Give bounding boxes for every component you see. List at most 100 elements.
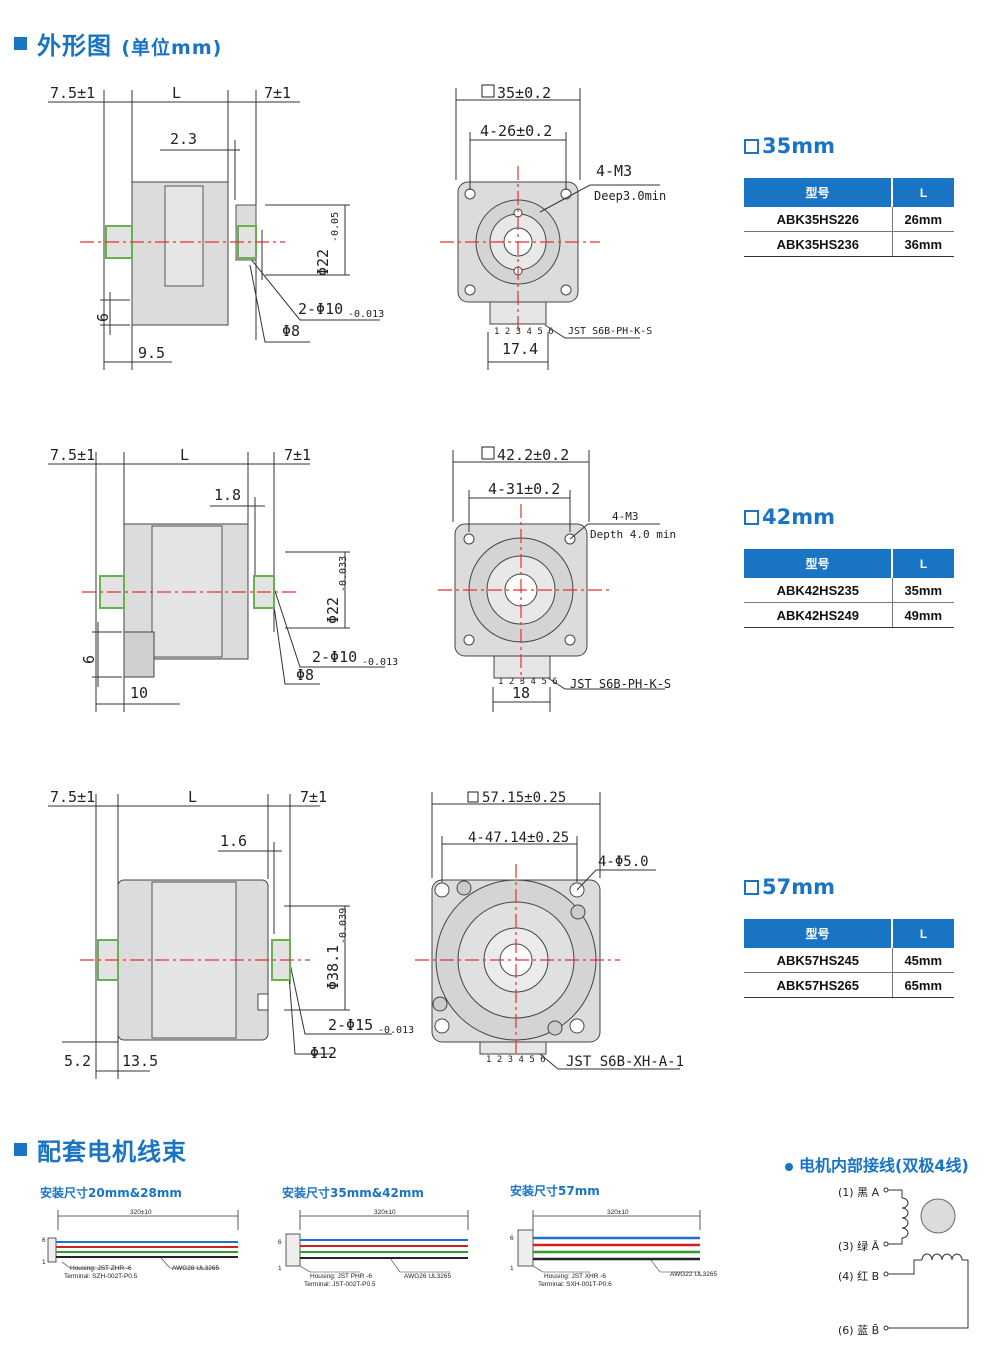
dim-boss-d: Φ38.1 — [324, 945, 342, 990]
dim-boss-tol: -0.039 — [338, 908, 349, 944]
dim-tap: 4-Φ5.0 — [598, 854, 649, 870]
wire-label-4: (6) 蓝 B̄ — [838, 1324, 880, 1337]
wire-label-2: (3) 绿 Ā — [838, 1240, 880, 1253]
dim-shaft-ext: 7.5±1 — [50, 84, 95, 102]
col-length: L — [892, 919, 954, 948]
harness-drawings: 320±10 6 1 Housing: JST ZHR -6 Terminal:… — [42, 1209, 717, 1288]
col-length: L — [892, 178, 954, 207]
dim-base-w: 13.5 — [122, 1052, 158, 1070]
dim-shaft-ext: 7.5±1 — [50, 788, 95, 806]
dim-square: 42.2±0.2 — [497, 446, 569, 464]
svg-text:1: 1 — [42, 1259, 46, 1266]
motor-57-drawing: 7.5±1 L 7±1 1.6 Φ38.1 -0.039 2-Φ15 -0.01… — [48, 788, 684, 1079]
dim-shaft: 2-Φ15 — [328, 1016, 373, 1034]
dim-holes: 4-47.14±0.25 — [468, 830, 569, 846]
dim-square: 35±0.2 — [497, 84, 551, 102]
dim-shaft-flat: Φ12 — [310, 1044, 337, 1062]
dim-shaft-tol: -0.013 — [348, 309, 384, 320]
wiring-diagram — [883, 1187, 969, 1331]
harness-terminal: Terminal: SXH-001T-P0.6 — [538, 1281, 612, 1288]
harness-terminal: Terminal: SZH-002T-P0.5 — [64, 1273, 138, 1280]
square-icon — [744, 138, 759, 154]
harness-awg: AWG22 UL3265 — [670, 1271, 717, 1278]
col-model: 型号 — [744, 919, 893, 948]
dim-boss-tol: -0.033 — [338, 556, 349, 592]
dim-body: L — [188, 788, 197, 806]
wire-label-1: (1) 黑 A — [838, 1186, 880, 1199]
harness-caption-2: 安装尺寸35mm&42mm — [282, 1186, 424, 1200]
dim-shaft-tol: -0.013 — [362, 657, 398, 668]
dim-boss-t: 1.6 — [220, 832, 247, 850]
dim-conn-w: 17.4 — [502, 340, 538, 358]
dim-tap: 4-M3 — [612, 510, 639, 523]
harness-2: 320±10 6 1 Housing: JST PHR -6 Terminal:… — [278, 1209, 469, 1288]
harness-title: 配套电机线束 — [37, 1138, 187, 1166]
dim-boss-d: Φ22 — [314, 249, 332, 276]
dim-base-h: 6 — [80, 655, 98, 664]
harness-housing: Housing: JST PHR -6 — [310, 1273, 372, 1280]
col-length: L — [892, 549, 954, 578]
dim-shaft-flat: Φ8 — [296, 666, 314, 684]
harness-awg: AWG26 UL3265 — [404, 1273, 451, 1280]
harness-terminal: Terminal: JST-002T-P0.5 — [304, 1281, 376, 1288]
size-35-label: 35mm — [744, 134, 835, 158]
dim-boss-t: 1.8 — [214, 486, 241, 504]
dim-body: L — [180, 446, 189, 464]
col-model: 型号 — [744, 178, 893, 207]
connector-label: JST S6B-PH-K-S — [570, 677, 671, 691]
dim-flange: 7±1 — [300, 788, 327, 806]
connector-label: JST S6B-PH-K-S — [568, 326, 652, 337]
heading-square-icon — [14, 1143, 27, 1156]
dim-base-w: 9.5 — [138, 344, 165, 362]
dim-holes: 4-31±0.2 — [488, 480, 560, 498]
dim-shaft: 2-Φ10 — [312, 648, 357, 666]
dim-base-h: 5.2 — [64, 1052, 91, 1070]
outline-unit: (单位mm) — [121, 37, 223, 59]
heading-square-icon — [14, 37, 27, 50]
harness-housing: Housing: JST XHR -6 — [544, 1273, 606, 1280]
dim-shaft-flat: Φ8 — [282, 322, 300, 340]
dim-tap-depth: Deep3.0min — [594, 189, 666, 203]
dim-square: 57.15±0.25 — [482, 790, 566, 806]
dim-boss-tol: -0.05 — [330, 212, 341, 242]
bullet-dot-icon — [785, 1162, 793, 1171]
harness-1: 320±10 6 1 Housing: JST ZHR -6 Terminal:… — [42, 1209, 239, 1280]
harness-length: 320±10 — [374, 1209, 396, 1216]
harness-length: 320±10 — [130, 1209, 152, 1216]
dim-base-h: 6 — [94, 313, 112, 322]
conn-pins: 1 2 3 4 5 6 — [494, 327, 554, 337]
svg-text:6: 6 — [42, 1237, 46, 1244]
wiring-subtitle: 电机内部接线(双极4线) — [785, 1152, 969, 1176]
dim-boss-d: Φ22 — [324, 597, 342, 624]
conn-pins: 1 2 3 4 5 6 — [486, 1055, 546, 1065]
dim-tap-depth: Depth 4.0 min — [590, 528, 676, 541]
svg-text:6: 6 — [510, 1235, 514, 1242]
col-model: 型号 — [744, 549, 893, 578]
outline-title: 外形图 — [37, 32, 112, 60]
size-57-label: 57mm — [744, 875, 835, 899]
size-42-label: 42mm — [744, 505, 835, 529]
dim-boss-t: 2.3 — [170, 130, 197, 148]
connector-label: JST S6B-XH-A-1 — [566, 1054, 684, 1070]
harness-heading: 配套电机线束 — [14, 1132, 187, 1167]
dim-base-w: 10 — [130, 684, 148, 702]
conn-pins: 1 2 3 4 5 6 — [498, 677, 558, 687]
harness-caption-3: 安装尺寸57mm — [510, 1184, 600, 1198]
wire-label-3: (4) 红 B — [838, 1270, 880, 1283]
dim-conn-w: 18 — [512, 684, 530, 702]
harness-length: 320±10 — [607, 1209, 629, 1216]
harness-housing: Housing: JST ZHR -6 — [70, 1265, 132, 1272]
dim-shaft: 2-Φ10 — [298, 300, 343, 318]
motor-42-drawing: 7.5±1 L 7±1 1.8 Φ22 -0.033 2-Φ10 -0.013 … — [48, 446, 676, 712]
dim-holes: 4-26±0.2 — [480, 122, 552, 140]
svg-text:1: 1 — [510, 1265, 514, 1272]
harness-3: 320±10 6 1 Housing: JST XHR -6 Terminal:… — [510, 1209, 717, 1288]
svg-text:1: 1 — [278, 1265, 282, 1272]
